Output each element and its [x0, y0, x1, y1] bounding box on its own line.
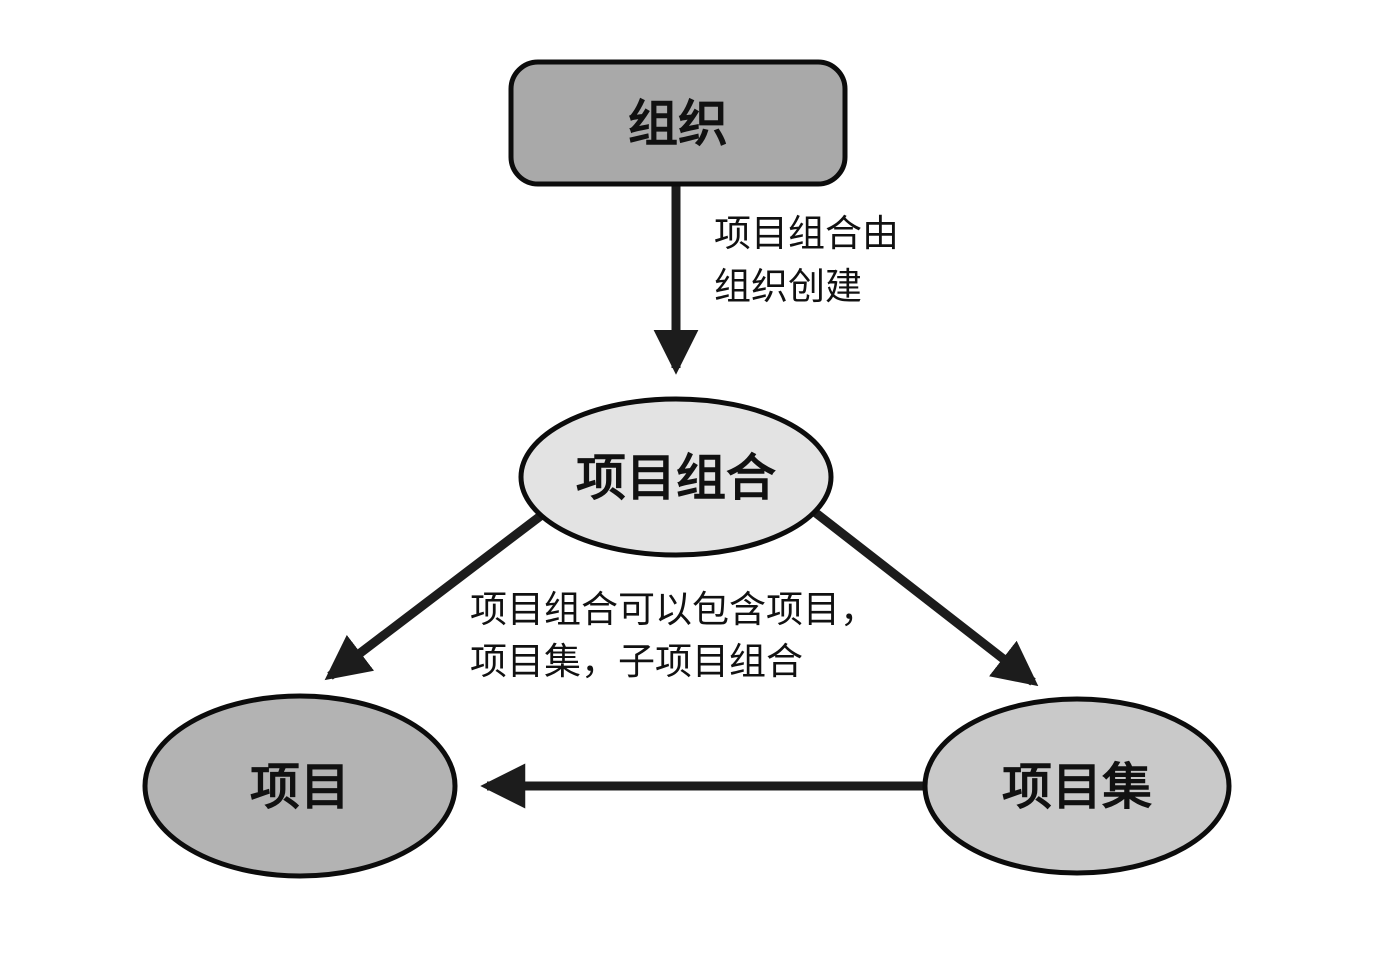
edge-label-org-line2: 组织创建	[714, 266, 862, 307]
portfolio-label: 项目组合	[576, 450, 776, 506]
edge-portfolio-to-project	[324, 507, 550, 681]
program-shape	[922, 696, 1232, 876]
node-project: 项目	[142, 693, 458, 879]
organization-label: 组织	[628, 96, 728, 152]
node-organization: 组织	[508, 59, 848, 187]
project-label: 项目	[250, 759, 350, 815]
node-program: 项目集	[922, 696, 1232, 876]
edge-portfolio-to-program	[809, 506, 1039, 687]
edge-label-org-line1: 项目组合由	[714, 213, 899, 254]
containment-label-line2: 项目集，子项目组合	[470, 641, 803, 682]
edge-label-org-to-portfolio: 项目组合由 组织创建	[714, 213, 899, 307]
portfolio-shape	[518, 396, 834, 558]
program-label: 项目集	[1002, 759, 1152, 815]
organization-shape	[508, 59, 848, 187]
node-portfolio: 项目组合	[518, 396, 834, 558]
edge-label-containment: 项目组合可以包含项目， 项目集，子项目组合	[470, 589, 877, 682]
containment-label-line1: 项目组合可以包含项目，	[470, 589, 877, 630]
project-shape	[142, 693, 458, 879]
